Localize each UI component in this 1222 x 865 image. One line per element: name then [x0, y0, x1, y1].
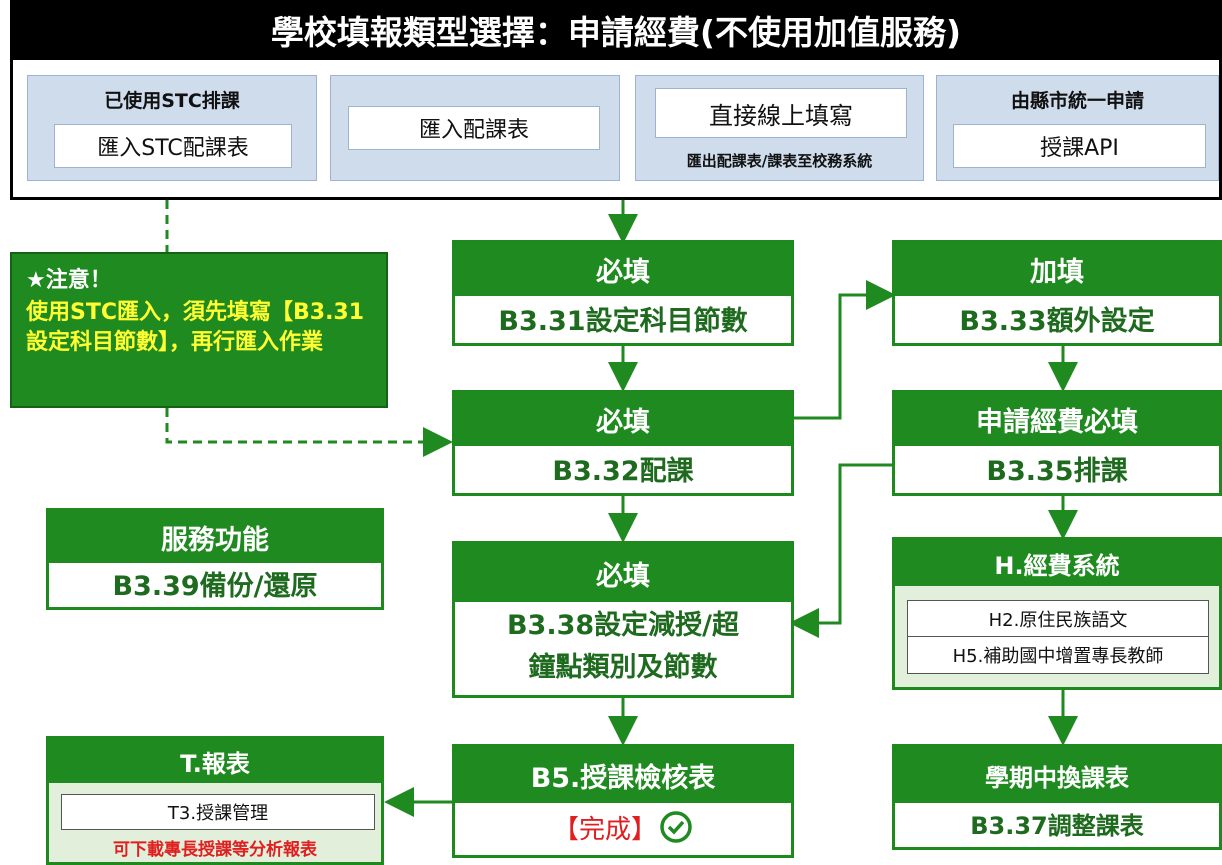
step-b332-body: B3.32配課 — [552, 455, 694, 487]
step-b335-head: 申請經費必填 — [895, 393, 1219, 446]
page-title: 學校填報類型選擇：申請經費(不使用加值服務) — [10, 0, 1222, 60]
step-b5[interactable]: B5.授課檢核表 【完成】 — [452, 744, 794, 858]
service-box[interactable]: 服務功能 B3.39備份/還原 — [46, 508, 384, 610]
step-b335-body: B3.35排課 — [986, 455, 1128, 487]
check-circle-icon — [659, 810, 693, 844]
step-b5-body: 【完成】 — [455, 799, 791, 855]
service-head: 服務功能 — [49, 511, 381, 563]
step-b333-body: B3.33額外設定 — [959, 305, 1155, 337]
option-stc-label: 已使用STC排課 — [104, 90, 240, 112]
step-h-head: H.經費系統 — [895, 540, 1219, 586]
step-b338[interactable]: 必填 B3.38設定減授/超鐘點類別及節數 — [452, 541, 794, 698]
option-stc[interactable]: 已使用STC排課 匯入STC配課表 — [27, 75, 317, 181]
option-online[interactable]: 直接線上填寫 匯出配課表/課表至校務系統 — [635, 75, 924, 181]
h5-item[interactable]: H5.補助國中增置專長教師 — [907, 636, 1209, 674]
arrow-b332-to-b333 — [792, 280, 896, 420]
step-b337-body: B3.37調整課表 — [970, 811, 1144, 840]
t3-item[interactable]: T3.授課管理 — [61, 794, 375, 830]
option-api-label: 由縣市統一申請 — [1010, 90, 1144, 112]
report-box[interactable]: T.報表 T3.授課管理 可下載專長授課等分析報表 — [46, 736, 384, 865]
arrow-note-to-b332 — [165, 408, 453, 457]
step-b338-head: 必填 — [455, 544, 791, 602]
step-b333-head: 加填 — [895, 243, 1219, 296]
report-note: 可下載專長授課等分析報表 — [113, 840, 317, 860]
step-b337[interactable]: 學期中換課表 B3.37調整課表 — [892, 744, 1222, 850]
step-b331[interactable]: 必填 B3.31設定科目節數 — [452, 240, 794, 346]
step-b5-status: 【完成】 — [552, 814, 657, 845]
option-online-sub: 匯出配課表/課表至校務系統 — [686, 152, 873, 170]
step-h[interactable]: H.經費系統 H2.原住民族語文 H5.補助國中增置專長教師 — [892, 537, 1222, 690]
note-title: ★注意！ — [26, 268, 112, 293]
h2-item[interactable]: H2.原住民族語文 — [907, 600, 1209, 638]
option-online-button[interactable]: 直接線上填寫 — [655, 88, 907, 138]
step-b332-head: 必填 — [455, 393, 791, 446]
step-b335[interactable]: 申請經費必填 B3.35排課 — [892, 390, 1222, 496]
option-import-button[interactable]: 匯入配課表 — [348, 106, 600, 150]
report-head: T.報表 — [49, 739, 381, 783]
option-api[interactable]: 由縣市統一申請 授課API — [936, 75, 1219, 181]
step-b338-body: B3.38設定減授/超鐘點類別及節數 — [506, 610, 740, 683]
option-panel: 已使用STC排課 匯入STC配課表 匯入配課表 直接線上填寫 匯出配課表/課表至… — [10, 60, 1222, 200]
step-b5-head: B5.授課檢核表 — [455, 747, 791, 803]
option-api-button[interactable]: 授課API — [953, 124, 1206, 168]
step-b333[interactable]: 加填 B3.33額外設定 — [892, 240, 1222, 346]
option-import[interactable]: 匯入配課表 — [330, 75, 620, 181]
note-body: 使用STC匯入，須先填寫【B3.31設定科目節數】，再行匯入作業 — [26, 300, 365, 355]
step-b332[interactable]: 必填 B3.32配課 — [452, 390, 794, 496]
service-body: B3.39備份/還原 — [112, 570, 318, 602]
arrow-b335-to-b338 — [789, 463, 892, 638]
step-b331-body: B3.31設定科目節數 — [498, 305, 748, 337]
step-b331-head: 必填 — [455, 243, 791, 296]
step-b337-head: 學期中換課表 — [895, 747, 1219, 803]
option-stc-button[interactable]: 匯入STC配課表 — [54, 124, 292, 168]
note-box: ★注意！ 使用STC匯入，須先填寫【B3.31設定科目節數】，再行匯入作業 — [10, 252, 388, 408]
